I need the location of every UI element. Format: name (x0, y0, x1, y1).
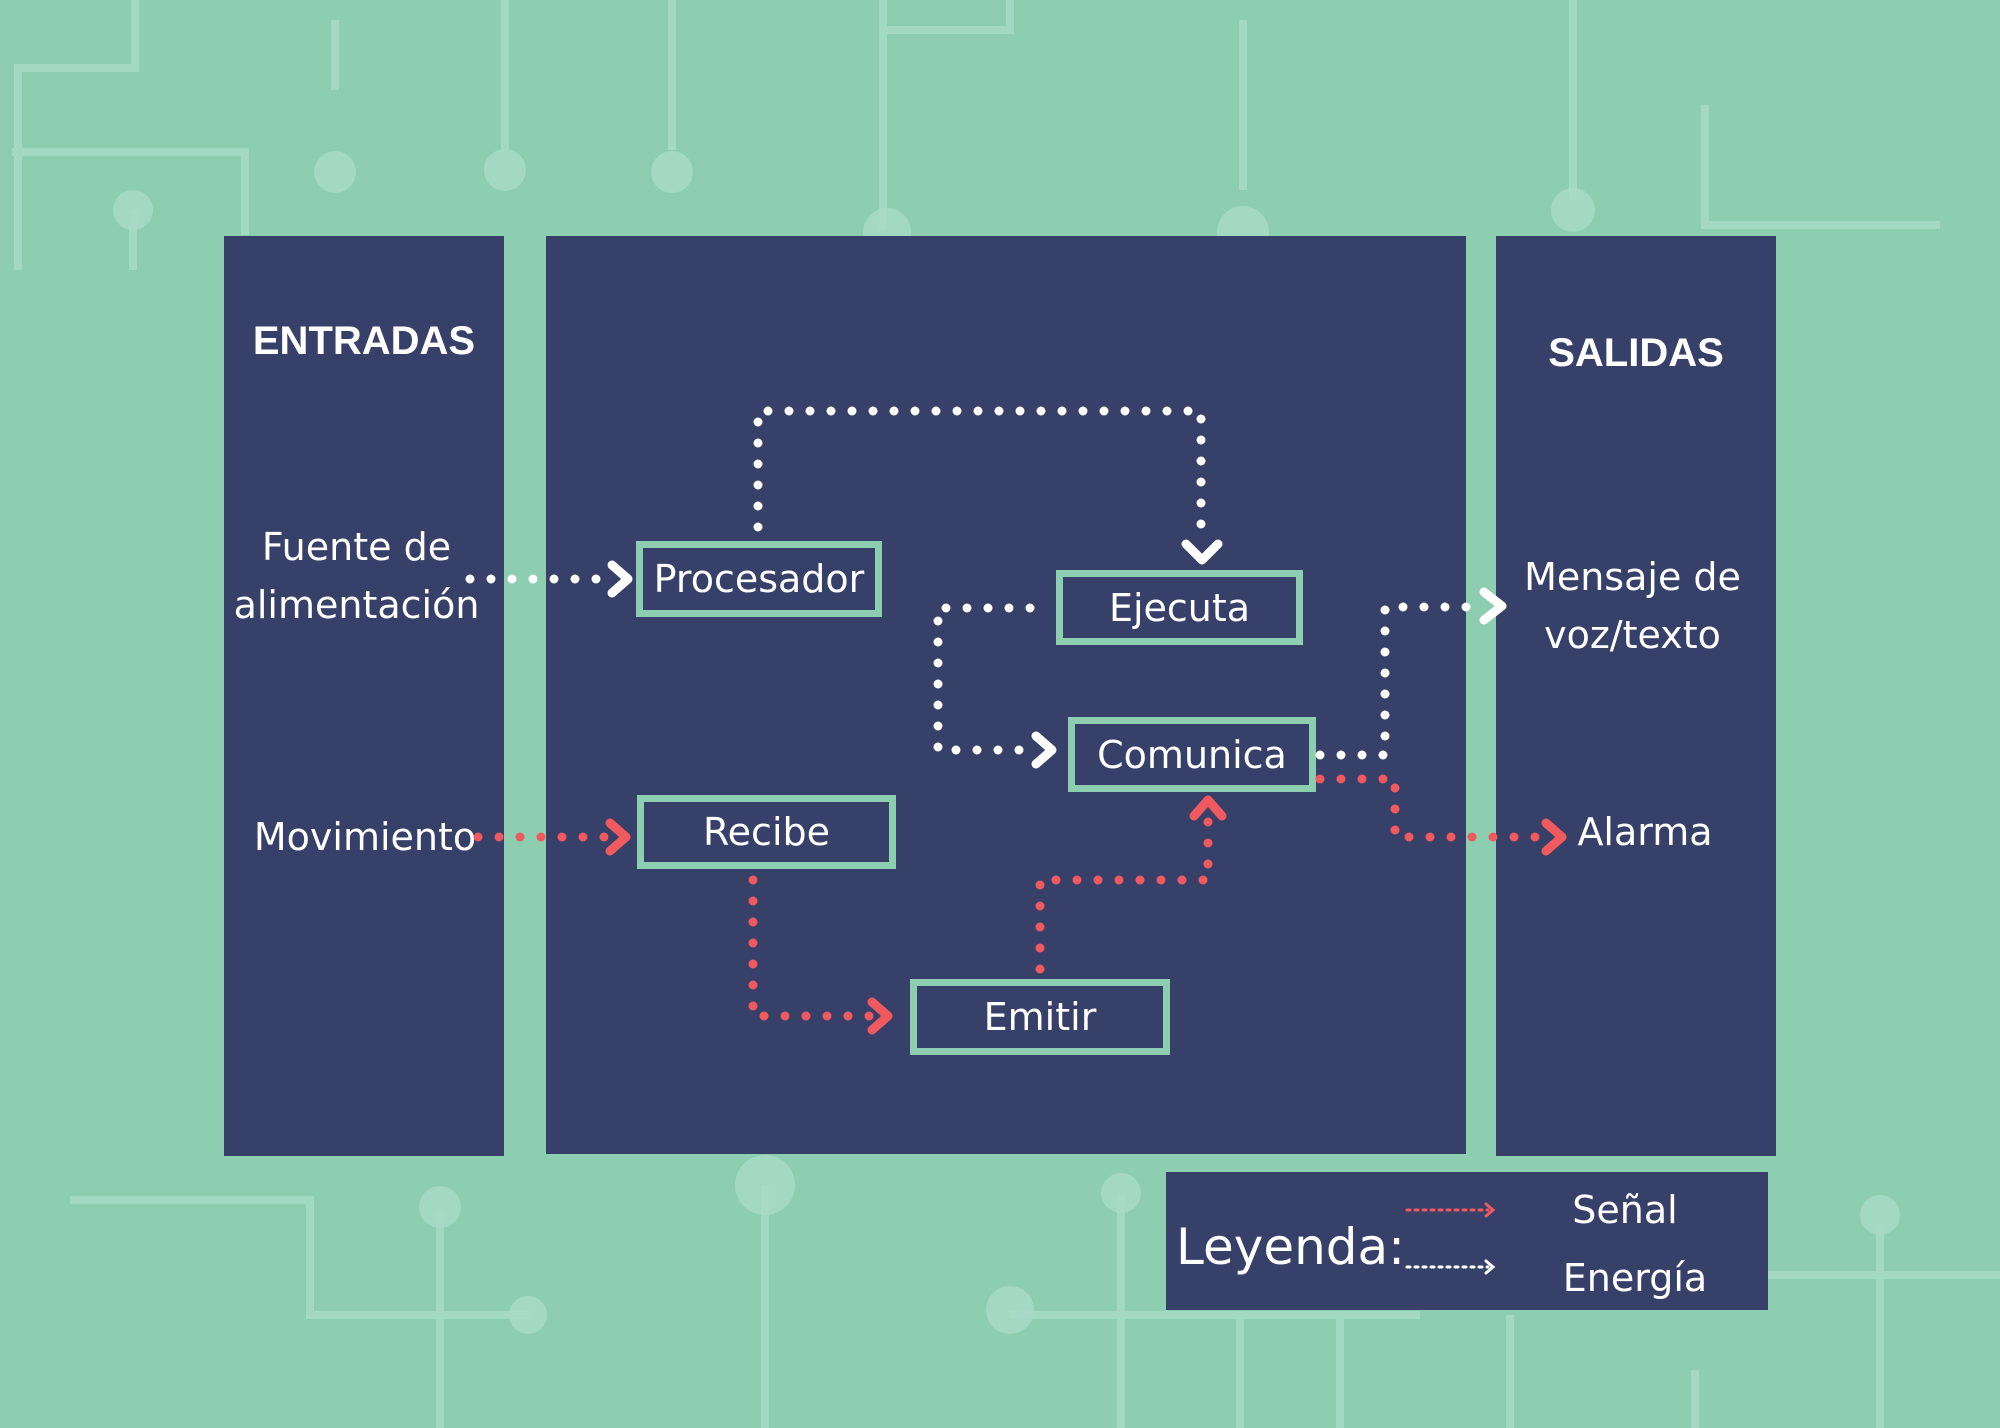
arrowhead-energy-comunica (1031, 731, 1057, 769)
energy-arrow-comunica-to-voice (1315, 602, 1480, 760)
legend-signal-label: Señal (1572, 1188, 1678, 1232)
signal-arrow-emitir-to-comunica (1035, 815, 1213, 974)
box-ejecuta: Ejecuta (1056, 570, 1303, 645)
arrowhead-signal-alarm (1541, 818, 1567, 856)
inputs-heading: ENTRADAS (252, 319, 476, 363)
arrowhead-signal-comunica (1189, 795, 1227, 821)
legend-energy-arrowhead-icon (1484, 1259, 1496, 1275)
signal-arrow-recibe-to-emitir (748, 875, 875, 1021)
arrowhead-signal-recibe (605, 818, 631, 856)
box-recibe: Recibe (637, 795, 896, 869)
input-label-movement: Movimiento (253, 815, 477, 859)
arrowhead-energy-voice (1479, 587, 1507, 625)
legend-energy-label: Energía (1562, 1256, 1708, 1300)
process-panel (546, 236, 1466, 1154)
arrowhead-signal-emitir (867, 997, 893, 1035)
legend-signal-arrowhead-icon (1484, 1202, 1496, 1218)
input-label-power-source: Fuente de alimentación (233, 525, 480, 627)
box-procesador: Procesador (636, 541, 882, 617)
box-comunica: Comunica (1068, 717, 1316, 792)
inputs-panel (224, 236, 504, 1156)
signal-arrow-comunica-to-alarm (1315, 774, 1550, 842)
legend-panel (1166, 1172, 1768, 1310)
output-label-alarm: Alarma (1577, 810, 1713, 854)
outputs-heading: SALIDAS (1548, 331, 1724, 375)
energy-arrow-ejecuta-to-comunica (933, 603, 1035, 755)
box-emitir: Emitir (910, 979, 1170, 1055)
arrowhead-energy-procesador (607, 560, 633, 598)
output-label-voice-text: Mensaje de voz/texto (1524, 555, 1741, 657)
legend-title: Leyenda: (1176, 1218, 1406, 1276)
arrowhead-energy-ejecuta (1181, 539, 1223, 565)
outputs-panel (1496, 236, 1776, 1156)
energy-arrow-processor-to-ejecuta (753, 406, 1206, 545)
